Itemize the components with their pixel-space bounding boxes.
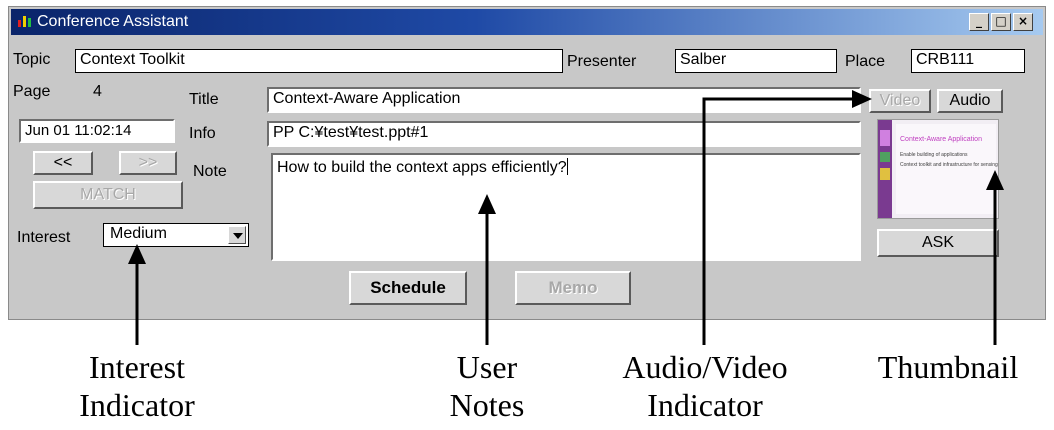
app-icon: [18, 16, 31, 27]
notes-caption-line-2: Notes: [449, 387, 525, 423]
av-indicator-caption: Audio/Video Indicator: [600, 348, 810, 424]
video-button[interactable]: Video: [869, 89, 931, 113]
next-slide-button[interactable]: >>: [119, 151, 177, 175]
thumbnail-image: [878, 120, 996, 218]
minimize-button[interactable]: _: [969, 13, 989, 31]
interest-caption-line-2: Indicator: [79, 387, 195, 423]
interest-selected-value: Medium: [110, 225, 167, 242]
interest-select[interactable]: Medium: [103, 223, 249, 247]
av-caption-line-2: Indicator: [647, 387, 763, 423]
av-arrow-head: [852, 90, 872, 108]
thumbnail-title: Context-Aware Application: [900, 136, 982, 143]
notes-arrow-head: [478, 194, 496, 214]
page-number: 4: [93, 83, 102, 100]
thumbnail-line-2: Context toolkit and infrastructure for s…: [900, 162, 998, 168]
thumbnail-arrow-head: [986, 170, 1004, 190]
interest-caption-line-1: Interest: [89, 349, 185, 385]
title-bar[interactable]: Conference Assistant _ □ ×: [11, 9, 1043, 35]
maximize-button[interactable]: □: [991, 13, 1011, 31]
thumbnail-caption-line-1: Thumbnail: [877, 349, 1019, 385]
title-label: Title: [189, 91, 219, 108]
info-label: Info: [189, 125, 216, 142]
window-title: Conference Assistant: [37, 13, 189, 30]
text-cursor: [566, 158, 568, 175]
interest-label: Interest: [17, 229, 71, 246]
user-notes-textarea[interactable]: How to build the context apps efficientl…: [271, 153, 861, 261]
topic-input[interactable]: Context Toolkit: [75, 49, 563, 73]
interest-arrow-head: [128, 244, 146, 264]
slide-thumbnail[interactable]: Context-Aware Application Enable buildin…: [877, 119, 999, 219]
conference-assistant-window: Conference Assistant _ □ × Topic Context…: [8, 6, 1046, 320]
page-label: Page: [13, 83, 51, 100]
place-label: Place: [845, 53, 886, 70]
memo-button[interactable]: Memo: [515, 271, 631, 305]
info-input[interactable]: PP C:¥test¥test.ppt#1: [267, 121, 861, 147]
notes-caption-line-1: User: [456, 349, 518, 385]
av-caption-line-1: Audio/Video: [622, 349, 788, 385]
place-input[interactable]: CRB111: [911, 49, 1025, 73]
close-button[interactable]: ×: [1013, 13, 1033, 31]
av-arrow-line: [702, 97, 856, 345]
note-label: Note: [193, 163, 227, 180]
match-button[interactable]: MATCH: [33, 181, 183, 209]
audio-button[interactable]: Audio: [937, 89, 1003, 113]
interest-indicator-caption: Interest Indicator: [52, 348, 222, 424]
schedule-button[interactable]: Schedule: [349, 271, 467, 305]
thumbnail-line-1: Enable building of applications: [900, 152, 968, 158]
thumbnail-caption: Thumbnail: [860, 348, 1036, 386]
dropdown-arrow-icon[interactable]: [228, 226, 246, 244]
ask-button[interactable]: ASK: [877, 229, 999, 257]
prev-slide-button[interactable]: <<: [33, 151, 93, 175]
presenter-input[interactable]: Salber: [675, 49, 837, 73]
presenter-label: Presenter: [567, 53, 637, 70]
timestamp-field[interactable]: Jun 01 11:02:14: [19, 119, 175, 143]
user-notes-caption: User Notes: [430, 348, 544, 424]
topic-label: Topic: [13, 51, 51, 68]
note-text: How to build the context apps efficientl…: [277, 159, 567, 176]
